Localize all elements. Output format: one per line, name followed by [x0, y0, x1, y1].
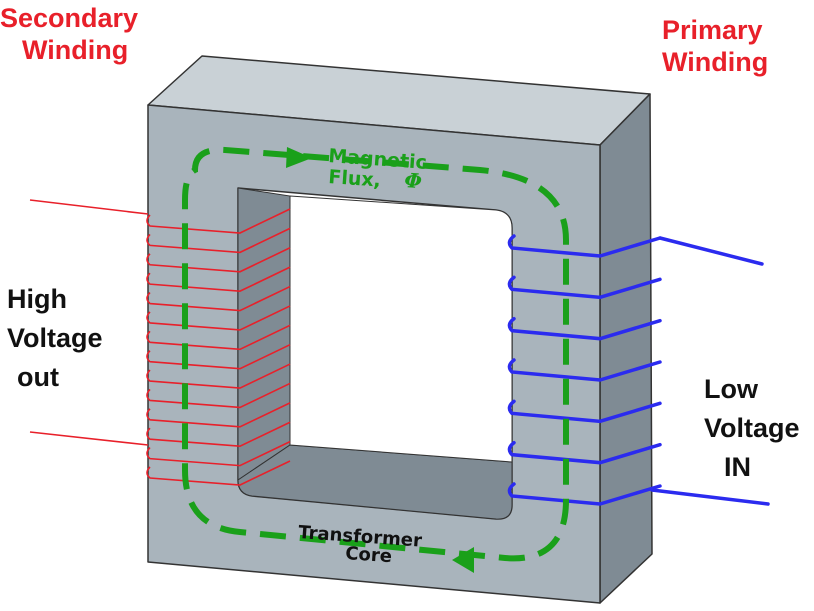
flux-symbol: Φ [404, 168, 424, 193]
high-voltage-out-label: High Voltage out [7, 280, 103, 397]
low-voltage-line1: Low [704, 374, 758, 404]
secondary-coil-turn [146, 285, 291, 312]
core-label: Core [345, 543, 393, 567]
primary-winding-line1: Primary [662, 15, 763, 45]
low-voltage-line2: Voltage [704, 413, 800, 444]
secondary-coil-turn [146, 460, 291, 486]
primary-winding-label: Primary Winding [662, 14, 768, 79]
secondary-coil-turn [146, 324, 291, 351]
high-voltage-line1: High [7, 284, 67, 314]
secondary-coil-turn [146, 247, 291, 273]
secondary-winding [29, 199, 291, 486]
primary-lead-top [658, 236, 764, 266]
primary-coil-turn [507, 358, 662, 382]
magnetic-flux-path [182, 146, 569, 562]
secondary-coil-turn [146, 343, 291, 370]
secondary-coil-turn [146, 402, 291, 428]
secondary-lead-bottom [29, 431, 149, 446]
secondary-winding-line1: Secondary [0, 3, 139, 33]
flux-label: Flux, [328, 166, 382, 192]
window-bottom-wall [237, 444, 513, 520]
high-voltage-line3: out [17, 362, 59, 393]
secondary-coil-turn [146, 440, 291, 467]
flux-arrow-top [286, 147, 312, 168]
secondary-coil-turn [146, 363, 291, 389]
secondary-coil-turn [146, 266, 291, 292]
secondary-winding-line2: Winding [22, 35, 129, 66]
primary-coil-turn [507, 482, 662, 506]
flux-arrow-bottom [452, 547, 474, 573]
secondary-coil-turn [146, 208, 291, 234]
secondary-coil-turn [146, 305, 291, 331]
low-voltage-in-label: Low Voltage IN [704, 370, 800, 487]
window-opening [289, 195, 513, 463]
secondary-winding-label: Secondary Winding [0, 2, 138, 67]
core-side-face [599, 93, 653, 604]
secondary-coil-turn [146, 382, 291, 409]
low-voltage-line3: IN [724, 452, 751, 483]
primary-coil-turn [507, 399, 662, 424]
primary-coil-turn [507, 316, 662, 341]
high-voltage-line2: Voltage [7, 323, 103, 354]
primary-winding-line2: Winding [662, 47, 769, 78]
secondary-coil-turn [146, 421, 291, 448]
primary-winding [507, 234, 770, 506]
primary-lead-bottom [650, 488, 770, 506]
primary-coil-turn [507, 234, 662, 258]
secondary-coil-turn [146, 227, 291, 254]
primary-coil-turn [507, 440, 662, 465]
secondary-lead-top [29, 199, 149, 215]
primary-coil-turn [507, 275, 662, 300]
